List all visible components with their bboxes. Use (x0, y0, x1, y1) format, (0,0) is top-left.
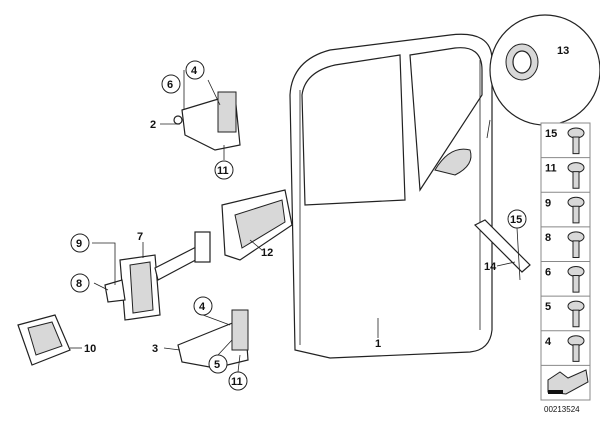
callout-11-upper: 11 (217, 165, 229, 177)
fastener-legend: 15 11 9 8 6 5 4 (540, 122, 591, 401)
legend-label: 9 (545, 197, 551, 209)
legend-label: 15 (545, 128, 557, 140)
door-check-part (92, 231, 211, 321)
callout-4-upper: 4 (191, 65, 198, 77)
callout-9: 9 (76, 238, 82, 250)
legend-label: 11 (545, 163, 557, 175)
fastener-shank-icon (572, 136, 580, 155)
upper-hinge-part (160, 70, 241, 160)
legend-label: 5 (545, 301, 551, 313)
legend-label: 6 (545, 267, 551, 279)
fastener-shank-icon (572, 205, 580, 224)
callout-11-lower: 11 (231, 376, 243, 388)
callout-1: 1 (375, 338, 381, 350)
callout-5: 5 (214, 359, 220, 371)
callout-6: 6 (167, 79, 173, 91)
fastener-shank-icon (572, 171, 580, 189)
fastener-shank-icon (572, 344, 580, 362)
callout-12: 12 (261, 247, 273, 259)
bracket-part (473, 219, 531, 281)
callout-4-lower: 4 (199, 301, 206, 313)
channel-part (221, 189, 293, 261)
callout-14: 14 (484, 261, 497, 273)
callout-10: 10 (84, 343, 96, 355)
plug-detail: 13 (486, 14, 600, 139)
door-part (289, 33, 493, 359)
lower-hinge-part (163, 309, 249, 373)
fastener-shank-icon (572, 275, 580, 293)
grommet-part (17, 314, 82, 366)
callout-8: 8 (76, 278, 82, 290)
callout-13: 13 (557, 45, 569, 57)
legend-label: 4 (545, 336, 552, 348)
legend-label: 8 (545, 232, 551, 244)
part-number: 00213524 (544, 405, 580, 414)
callout-7: 7 (137, 231, 143, 243)
callout-3: 3 (152, 343, 158, 355)
callout-2: 2 (150, 119, 156, 131)
fastener-shank-icon (572, 309, 580, 328)
fastener-shank-icon (572, 240, 580, 258)
callout-15: 15 (510, 214, 522, 226)
